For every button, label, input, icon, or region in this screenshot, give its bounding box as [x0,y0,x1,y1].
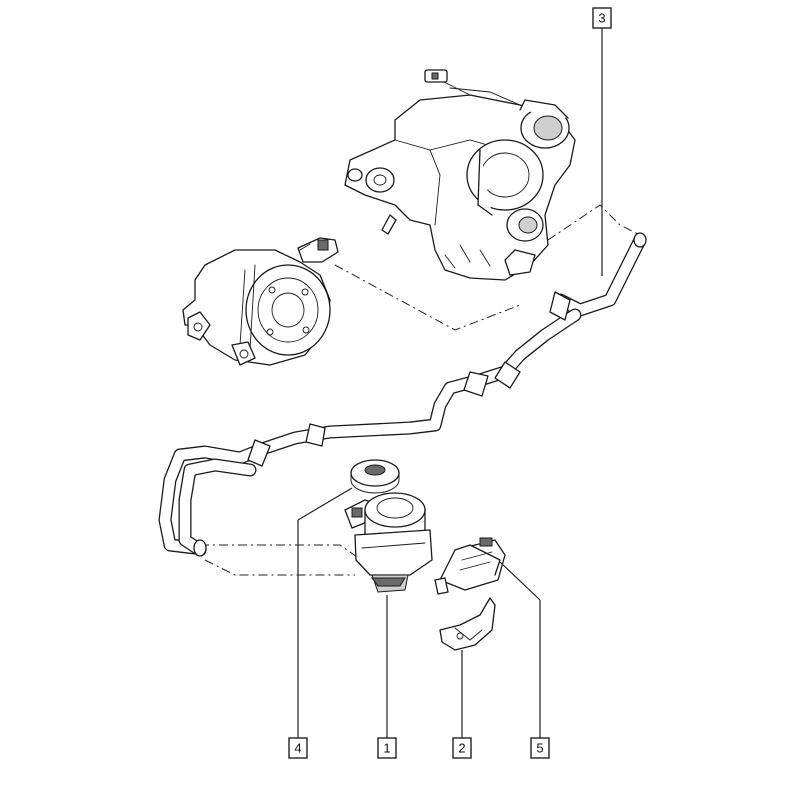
washer-drawing [350,459,400,494]
vacuum-hose-drawing [158,232,647,557]
turbocharger-drawing [344,69,576,281]
mounting-plate-drawing [439,597,496,651]
callout-4: 4 [288,737,308,759]
callout-1: 1 [377,737,397,759]
callout-3-label: 3 [598,11,605,26]
callout-5: 5 [530,737,550,759]
callout-2: 2 [452,737,472,759]
callout-3: 3 [592,7,612,29]
callout-4-label: 4 [294,741,301,756]
assembly-guide-lines [200,204,641,581]
leader-lines [297,28,603,738]
callout-5-label: 5 [536,741,543,756]
callout-2-label: 2 [458,741,465,756]
support-bracket-drawing [434,537,506,595]
solenoid-valve-drawing [344,492,433,593]
callout-1-label: 1 [383,741,390,756]
vacuum-pump-drawing [182,237,339,366]
